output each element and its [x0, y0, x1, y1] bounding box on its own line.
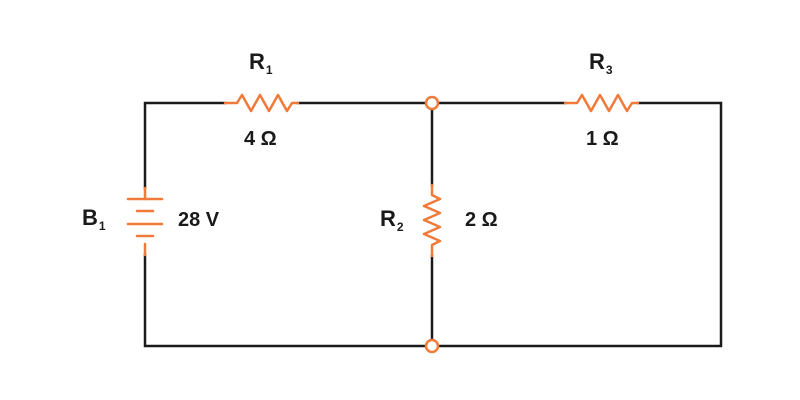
- wires: [143, 101, 723, 348]
- resistor-r2-symbol: [422, 183, 442, 258]
- r3-value-label: 1 Ω: [586, 128, 619, 150]
- junction-node-top: [424, 95, 440, 111]
- r1-value-label: 4 Ω: [244, 128, 277, 150]
- wire-right: [436, 101, 723, 348]
- components: [126, 93, 640, 354]
- battery-b1-symbol: [126, 186, 164, 257]
- wire-top-left: [143, 101, 227, 190]
- junction-node-bottom: [424, 338, 440, 354]
- wire-bottom-left: [143, 253, 428, 348]
- r2-name-label: R2: [380, 206, 404, 234]
- r1-name-label: R1: [249, 49, 273, 77]
- r3-name-label: R3: [589, 49, 613, 77]
- b1-name-label: B1: [82, 205, 106, 233]
- resistor-r1-symbol: [223, 93, 300, 113]
- resistor-r3-symbol: [563, 93, 640, 113]
- b1-value-label: 28 V: [178, 209, 220, 231]
- r2-value-label: 2 Ω: [465, 209, 498, 231]
